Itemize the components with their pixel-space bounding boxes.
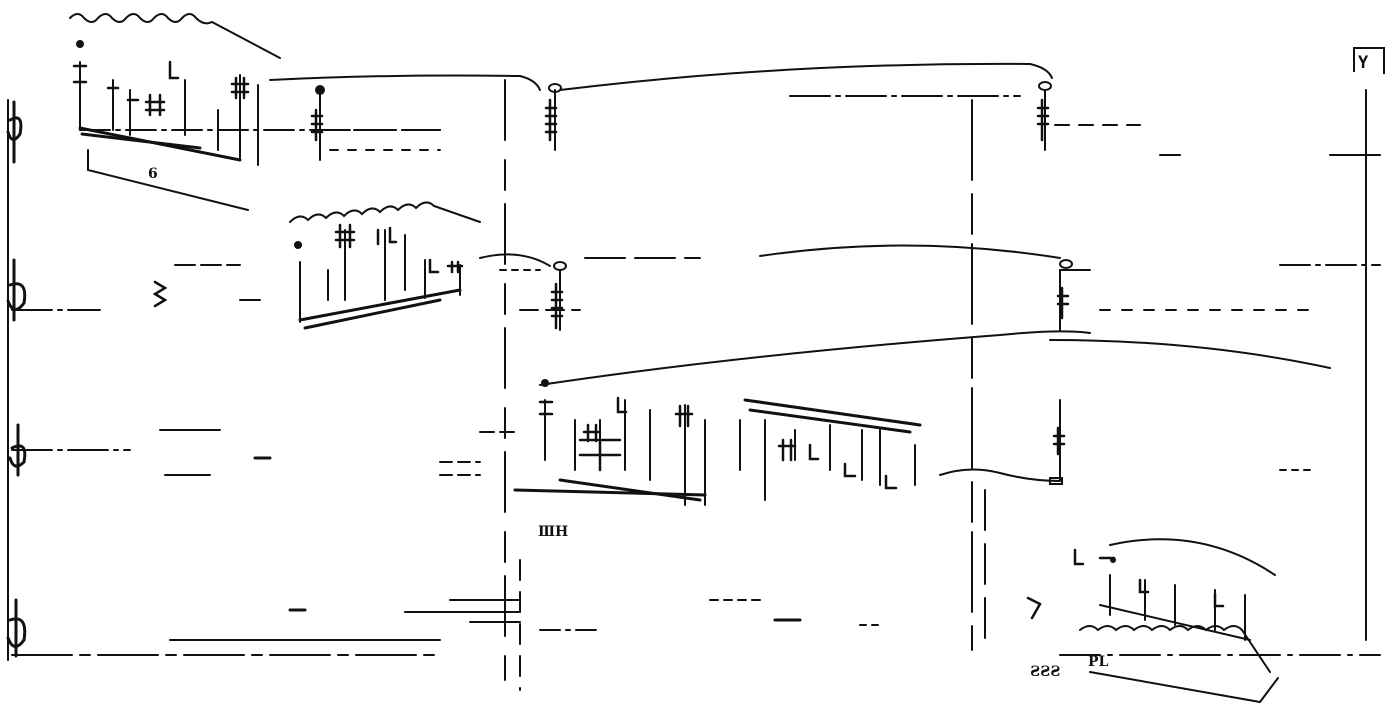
staff-3 xyxy=(11,330,1311,506)
measure-number: Y xyxy=(1358,53,1369,73)
dynamic-mark-2: ƧƧƧ xyxy=(1030,664,1060,680)
staff-1 xyxy=(69,13,1381,211)
trill-line-2 xyxy=(289,201,481,223)
measure-number-box xyxy=(1353,47,1385,74)
dynamic-mark-3: PL xyxy=(1088,654,1109,670)
trill-line-3 xyxy=(1079,625,1271,673)
staff-4 xyxy=(11,538,1381,704)
trill-line-1 xyxy=(69,13,281,59)
staff-2 xyxy=(11,201,1381,369)
dynamic-mark-1: ⅢH xyxy=(538,524,568,540)
tuplet-six: 6 xyxy=(148,166,158,182)
